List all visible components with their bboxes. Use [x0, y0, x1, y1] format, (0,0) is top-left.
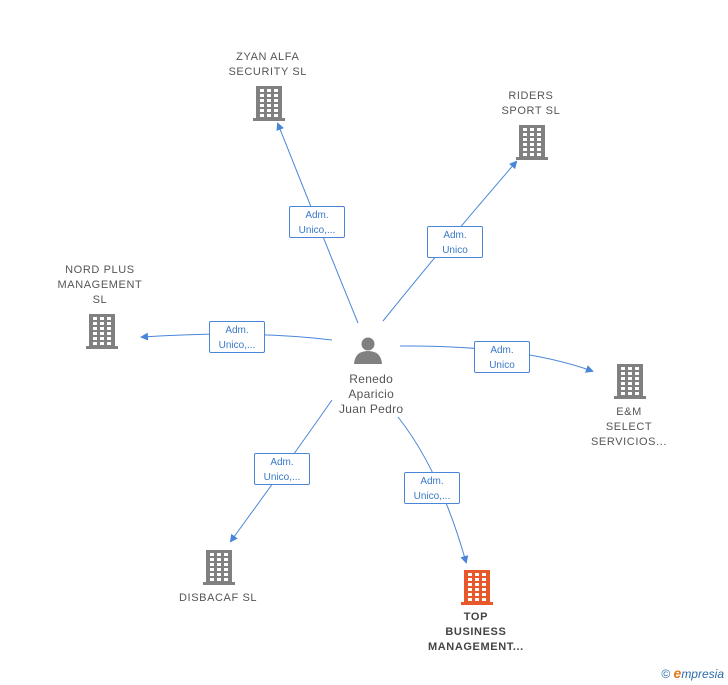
company-name-riders: RIDERS SPORT SL	[502, 89, 561, 119]
relation-label-line: Adm.	[225, 325, 249, 336]
person-name-line: Renedo	[349, 372, 394, 386]
relation-label-em[interactable]: Adm. Unico	[474, 341, 530, 373]
company-name-em-line: SERVICIOS...	[591, 436, 668, 448]
company-name-zyan-line: ZYAN ALFA	[236, 51, 300, 63]
relation-label-line: Unico,...	[298, 225, 336, 236]
relation-label-nordplus[interactable]: Adm. Unico,...	[209, 321, 265, 353]
relation-label-line: Adm.	[490, 345, 514, 356]
company-name-top-line: MANAGEMENT...	[428, 641, 524, 653]
company-name-disbacaf-line: DISBACAF SL	[179, 592, 258, 604]
person-name-line: Juan Pedro	[339, 402, 404, 416]
building-icon-zyan[interactable]	[253, 86, 285, 121]
relation-label-line: Unico,...	[413, 491, 451, 502]
relation-label-top[interactable]: Adm. Unico,...	[404, 472, 460, 504]
relation-label-line: Adm.	[443, 230, 467, 241]
building-icon-disbacaf[interactable]	[203, 550, 235, 585]
relation-label-line: Unico,...	[263, 472, 301, 483]
brand-footer: © empresia	[661, 665, 724, 681]
building-icon-nordplus[interactable]	[86, 314, 118, 349]
relation-label-line: Unico,...	[218, 340, 256, 351]
company-name-zyan-line: SECURITY SL	[228, 66, 308, 78]
copyright-symbol: ©	[661, 667, 671, 681]
company-name-em: E&M SELECT SERVICIOS...	[591, 405, 667, 450]
relation-label-line: Adm.	[305, 210, 329, 221]
company-name-nordplus: NORD PLUS MANAGEMENT SL	[58, 263, 143, 308]
relation-label-disbacaf[interactable]: Adm. Unico,...	[254, 453, 310, 485]
company-name-top-line: TOP	[463, 611, 489, 623]
company-name-riders-line: RIDERS	[508, 90, 554, 102]
person-icon[interactable]	[354, 337, 382, 365]
company-name-top: TOP BUSINESS MANAGEMENT...	[428, 610, 524, 655]
building-icon-top[interactable]	[461, 570, 493, 605]
company-name-riders-line: SPORT SL	[501, 105, 561, 117]
brand-logo-initial: e	[673, 665, 682, 681]
company-name-zyan: ZYAN ALFA SECURITY SL	[229, 50, 308, 80]
company-name-disbacaf: DISBACAF SL	[179, 591, 257, 606]
company-name-em-line: SELECT	[605, 421, 653, 433]
company-name-top-line: BUSINESS	[445, 626, 507, 638]
relation-label-zyan[interactable]: Adm. Unico,...	[289, 206, 345, 238]
relation-label-line: Unico	[489, 360, 515, 371]
building-icon-riders[interactable]	[516, 125, 548, 160]
building-icon-em[interactable]	[614, 364, 646, 399]
relation-label-line: Unico	[442, 245, 468, 256]
relation-label-line: Adm.	[420, 476, 444, 487]
relation-label-riders[interactable]: Adm. Unico	[427, 226, 483, 258]
company-name-nordplus-line: MANAGEMENT	[57, 279, 143, 291]
relation-label-line: Adm.	[270, 457, 294, 468]
brand-name: mpresia	[681, 667, 724, 681]
person-name-line: Aparicio	[348, 387, 395, 401]
company-name-nordplus-line: SL	[92, 294, 108, 306]
company-name-em-line: E&M	[616, 406, 642, 418]
company-name-nordplus-line: NORD PLUS	[65, 264, 135, 276]
